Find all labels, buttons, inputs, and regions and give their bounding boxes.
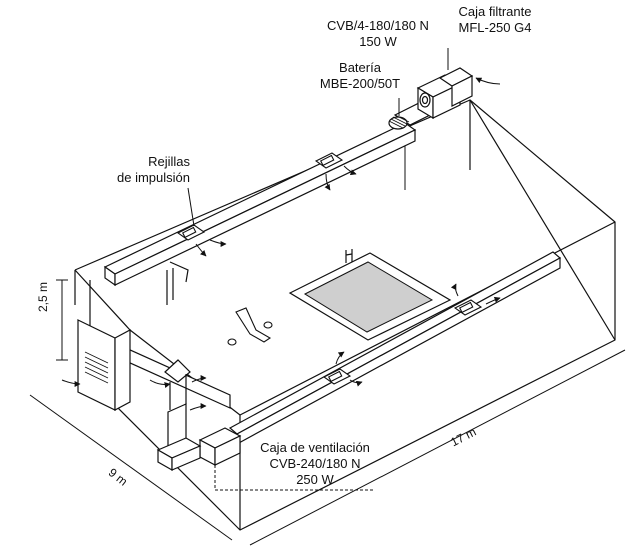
caja-ventilacion-title: Caja de ventilación xyxy=(260,440,370,455)
caja-filtrante-title: Caja filtrante xyxy=(458,4,532,19)
ventilation-box xyxy=(156,359,242,472)
leader-rejillas xyxy=(187,187,195,227)
airflow-arrow xyxy=(189,403,207,411)
airflow-arrow xyxy=(485,296,501,305)
lounger xyxy=(227,307,273,346)
supply-grille-upper-1 xyxy=(314,152,344,169)
bateria-model: MBE-200/50T xyxy=(319,76,401,91)
caja-filtrante-label: Caja filtrante MFL-250 G4 xyxy=(445,4,545,36)
rejillas-subtitle: de impulsión xyxy=(117,170,190,185)
pool xyxy=(288,249,452,341)
back-wall-top xyxy=(74,99,616,340)
dim-width-line xyxy=(29,394,233,541)
airflow-arrow xyxy=(61,379,81,387)
supply-grille-lower-1 xyxy=(453,299,483,316)
left-wall-unit xyxy=(77,319,131,411)
supply-grille-upper-2 xyxy=(176,224,206,241)
airflow-arrow xyxy=(195,243,207,257)
supply-grille-lower-2 xyxy=(322,368,352,385)
dim-height-label: 2,5 m xyxy=(36,281,50,312)
cvb-top-model: CVB/4-180/180 N xyxy=(327,18,429,33)
leader-caja-ventilacion xyxy=(214,465,375,491)
inner-wall-line xyxy=(74,269,131,331)
dim-height-line xyxy=(56,279,68,361)
airflow-arrow xyxy=(149,379,171,388)
airflow-arrow xyxy=(475,77,501,85)
caja-ventilacion-power: 250 W xyxy=(296,472,334,487)
airflow-arrow xyxy=(450,283,459,297)
dim-length-line xyxy=(249,349,626,546)
top-units xyxy=(388,67,474,130)
airflow-arrow xyxy=(343,165,357,176)
airflow-arrow xyxy=(335,351,345,365)
airflow-arrow xyxy=(191,375,207,383)
cvb-top-power: 150 W xyxy=(359,34,397,49)
airflow-arrow xyxy=(324,173,331,191)
rejillas-title: Rejillas xyxy=(148,154,190,169)
caja-ventilacion-label: Caja de ventilación CVB-240/180 N 250 W xyxy=(245,440,385,488)
bateria-title: Batería xyxy=(339,60,381,75)
airflow-arrow xyxy=(349,379,363,387)
caja-ventilacion-model: CVB-240/180 N xyxy=(269,456,361,471)
wall-pipe xyxy=(166,261,189,305)
cvb-top-label: CVB/4-180/180 N 150 W xyxy=(318,18,438,50)
rejillas-label: Rejillas de impulsión xyxy=(90,154,190,186)
caja-filtrante-model: MFL-250 G4 xyxy=(458,20,532,35)
bateria-label: Batería MBE-200/50T xyxy=(305,60,415,92)
airflow-arrow xyxy=(209,239,227,247)
